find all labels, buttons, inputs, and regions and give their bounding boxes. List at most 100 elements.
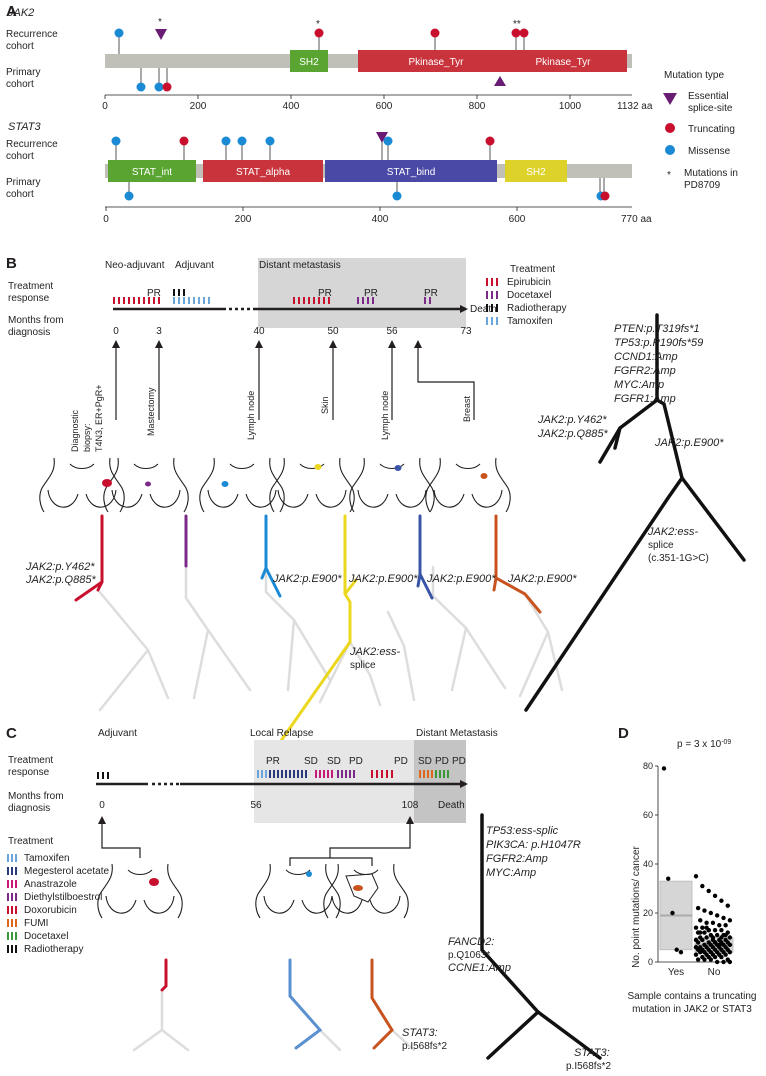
legend-c-item: Radiotherapy [24, 944, 83, 955]
legend-title: Mutation type [664, 70, 724, 81]
stat3-missense-marker [124, 191, 134, 201]
jak2-pkinase-label-1: Pkinase_Tyr [408, 57, 464, 68]
jak2-gene-label: JAK2 [7, 7, 34, 19]
branch-label-e900-skin: JAK2:p.E900* [348, 573, 418, 585]
stat3-alpha-domain [203, 160, 323, 182]
jak2-sh2-domain [290, 50, 328, 72]
stat3-end-label: 770 aa [621, 214, 652, 225]
response-pr: PR [318, 288, 332, 299]
data-point [704, 935, 709, 940]
jak2-tick: 400 [283, 101, 300, 112]
stat3-missense-marker [111, 136, 121, 146]
mutation-y462: JAK2:p.Y462* [537, 414, 607, 426]
response-c: PD [394, 756, 408, 767]
legend-c-item: Diethylstilboestrol [24, 892, 102, 903]
jak2-truncating-marker [519, 28, 529, 38]
mutation-q885: JAK2:p.Q885* [537, 428, 608, 440]
stat3-missense-marker [383, 136, 393, 146]
legend-tamoxifen: Tamoxifen [507, 316, 553, 327]
mutation-fgfr2: FGFR2:Amp [614, 365, 676, 377]
stat3-missense-marker [237, 136, 247, 146]
legend-c-item: Doxorubicin [24, 905, 77, 916]
data-point [693, 952, 699, 957]
row-months: Months from [8, 315, 64, 326]
death-label-c: Death [438, 800, 465, 811]
stat3-splice-marker [376, 132, 388, 143]
lesion-mastectomy [145, 481, 151, 487]
data-point [702, 908, 707, 913]
branch-label-ess-splice-2: splice [350, 660, 376, 671]
data-point [717, 923, 722, 928]
data-point [678, 950, 684, 955]
lesion-lymph-1 [221, 481, 229, 487]
legend-splice-label-2: splice-site [688, 103, 733, 114]
month-tick-c: 56 [250, 800, 262, 811]
row-response: response [8, 293, 50, 304]
month-tick: 3 [156, 326, 162, 337]
month-tick: 40 [253, 326, 265, 337]
response-pr: PR [424, 288, 438, 299]
jak2-missense-marker [136, 82, 146, 92]
phase-neoadjuvant: Neo-adjuvant [105, 260, 165, 271]
stat3-alpha-label: STAT_alpha [236, 167, 291, 178]
response-c: PR [266, 756, 280, 767]
data-point [712, 954, 718, 960]
response-c: PD [435, 756, 449, 767]
jak2-pkinase-domain-2 [500, 50, 627, 72]
jak2-truncating-marker [314, 28, 324, 38]
data-point [717, 942, 722, 948]
legend-splice-icon [663, 93, 677, 105]
mutation-legend: Mutation type Essential splice-site Trun… [663, 70, 738, 191]
stat3-sh2-label: SH2 [526, 167, 546, 178]
stat3-truncating-marker [600, 191, 610, 201]
mutation-fgfr2-c: FGFR2:Amp [486, 853, 548, 865]
stat3-truncating-marker [179, 136, 189, 146]
data-point [693, 925, 699, 930]
lesion-lymph-2 [394, 465, 402, 471]
month-tick: 56 [386, 326, 398, 337]
data-point [666, 876, 671, 881]
trees-b [74, 514, 564, 770]
data-point [723, 932, 728, 938]
legend-star: * [667, 170, 671, 181]
data-point [704, 920, 709, 925]
data-point [727, 942, 733, 948]
response-c: SD [304, 756, 318, 767]
jak2-recurrence-label: Recurrence [6, 29, 58, 40]
data-point [714, 959, 720, 965]
mutation-stat3-c-2: p.I568fs*2 [566, 1061, 611, 1072]
death-label: Death [470, 304, 497, 315]
jak2-splice-marker [494, 76, 506, 86]
legend-radiotherapy: Radiotherapy [507, 303, 566, 314]
data-point [695, 905, 701, 911]
lesion-diagnostic [102, 479, 112, 487]
legend-c-item: FUMI [24, 918, 48, 929]
data-point [693, 945, 699, 950]
response-c: PD [452, 756, 466, 767]
torso-diagnostic [39, 457, 125, 513]
data-point [698, 930, 703, 935]
data-point [723, 923, 728, 928]
data-point [727, 959, 733, 965]
branch-label-stat3: STAT3: [402, 1027, 438, 1039]
jak2-truncating-marker [511, 28, 521, 38]
data-point [700, 883, 705, 889]
jak2-tick: 1000 [559, 101, 582, 112]
data-point [708, 957, 714, 962]
data-point [712, 893, 718, 899]
torso-lymph-node-1 [199, 457, 285, 513]
phase-distant: Distant metastasis [259, 260, 341, 271]
stat3-gene-label: STAT3 [8, 121, 41, 133]
legend-truncating-icon [665, 123, 675, 133]
month-tick: 73 [460, 326, 472, 337]
mutation-pik3ca: PIK3CA: p.H1047R [486, 839, 581, 851]
stat3-sh2-domain [505, 160, 567, 182]
panel-a-label: A [6, 3, 17, 20]
lesion-local-relapse [306, 871, 312, 877]
data-point [693, 874, 699, 879]
pvalue-label: p = 3 x 10-09 [677, 739, 731, 751]
legend-truncating-label: Truncating [688, 124, 735, 135]
jak2-lollipop: JAK2 Recurrence cohort Primary cohort SH… [6, 7, 653, 112]
